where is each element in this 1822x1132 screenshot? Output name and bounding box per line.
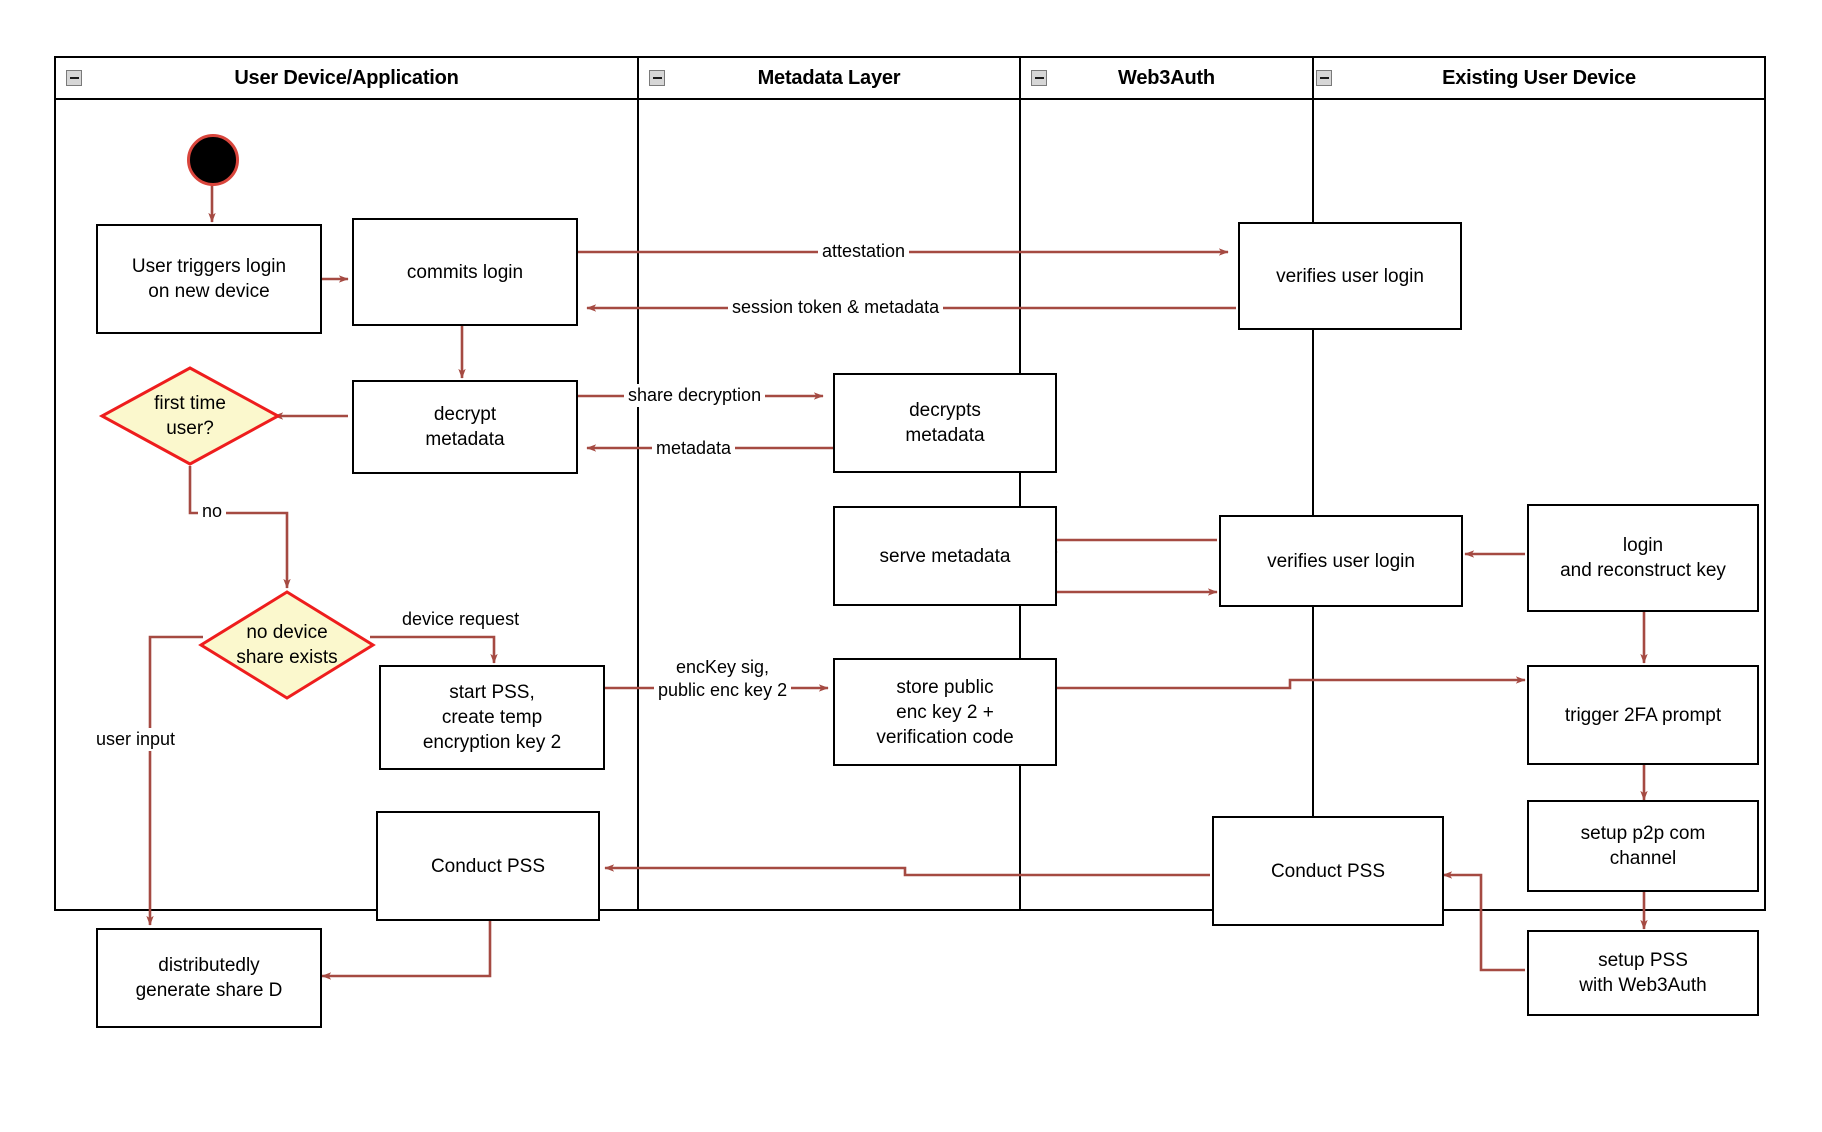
edge-label-user-input: user input: [92, 728, 180, 751]
lane-title-web3auth: Web3Auth: [1118, 66, 1215, 89]
node-trigger-2fa[interactable]: trigger 2FA prompt: [1527, 665, 1759, 765]
node-conduct-pss-web3auth[interactable]: Conduct PSS: [1212, 816, 1444, 926]
minus-box-icon[interactable]: [66, 70, 82, 86]
lane-web3auth[interactable]: Web3Auth: [1021, 58, 1314, 909]
start-node: [187, 134, 239, 186]
node-commits-login[interactable]: commits login: [352, 218, 578, 326]
edge-label-share-decryption: share decryption: [624, 384, 766, 407]
node-start-pss[interactable]: start PSS, create temp encryption key 2: [379, 665, 605, 770]
lane-title-metadata: Metadata Layer: [757, 66, 901, 89]
decision-no-device-share-label: no device share exists: [236, 622, 338, 668]
edge-label-metadata: metadata: [652, 437, 736, 460]
node-setup-pss-web3auth[interactable]: setup PSS with Web3Auth: [1527, 930, 1759, 1016]
node-store-public-enc-key[interactable]: store public enc key 2 + verification co…: [833, 658, 1057, 766]
node-conduct-pss-user[interactable]: Conduct PSS: [376, 811, 600, 921]
node-decrypt-metadata[interactable]: decrypt metadata: [352, 380, 578, 474]
lane-metadata[interactable]: Metadata Layer: [639, 58, 1021, 909]
edge-label-device-request: device request: [398, 608, 524, 631]
lane-header-user-device: User Device/Application: [56, 58, 637, 100]
lane-user-device[interactable]: User Device/Application: [56, 58, 639, 909]
minus-box-icon[interactable]: [649, 70, 665, 86]
decision-no-device-share[interactable]: no device share exists: [198, 590, 376, 700]
edge-label-attestation: attestation: [818, 240, 910, 263]
lane-title-existing-device: Existing User Device: [1442, 66, 1636, 89]
node-generate-share-d[interactable]: distributedly generate share D: [96, 928, 322, 1028]
lane-header-metadata: Metadata Layer: [639, 58, 1019, 100]
node-verifies-user-login-2[interactable]: verifies user login: [1219, 515, 1463, 607]
lane-header-existing-device: Existing User Device: [1314, 58, 1764, 100]
minus-box-icon[interactable]: [1031, 70, 1047, 86]
node-setup-p2p[interactable]: setup p2p com channel: [1527, 800, 1759, 892]
node-decrypts-metadata[interactable]: decrypts metadata: [833, 373, 1057, 473]
decision-first-time-user[interactable]: first time user?: [98, 366, 282, 466]
decision-first-time-user-label: first time user?: [154, 393, 226, 439]
edge-label-enckey-sig: encKey sig, public enc key 2: [654, 656, 792, 702]
lane-title-user-device: User Device/Application: [234, 66, 459, 89]
node-user-triggers-login[interactable]: User triggers login on new device: [96, 224, 322, 334]
edge-label-no: no: [198, 500, 227, 523]
edge-label-session-token: session token & metadata: [728, 296, 944, 319]
lane-header-web3auth: Web3Auth: [1021, 58, 1312, 100]
swimlane-frame: User Device/Application Metadata Layer W…: [54, 56, 1766, 911]
node-verifies-user-login-1[interactable]: verifies user login: [1238, 222, 1462, 330]
node-serve-metadata[interactable]: serve metadata: [833, 506, 1057, 606]
node-login-reconstruct-key[interactable]: login and reconstruct key: [1527, 504, 1759, 612]
minus-box-icon[interactable]: [1316, 70, 1332, 86]
lane-existing-device[interactable]: Existing User Device: [1314, 58, 1764, 909]
